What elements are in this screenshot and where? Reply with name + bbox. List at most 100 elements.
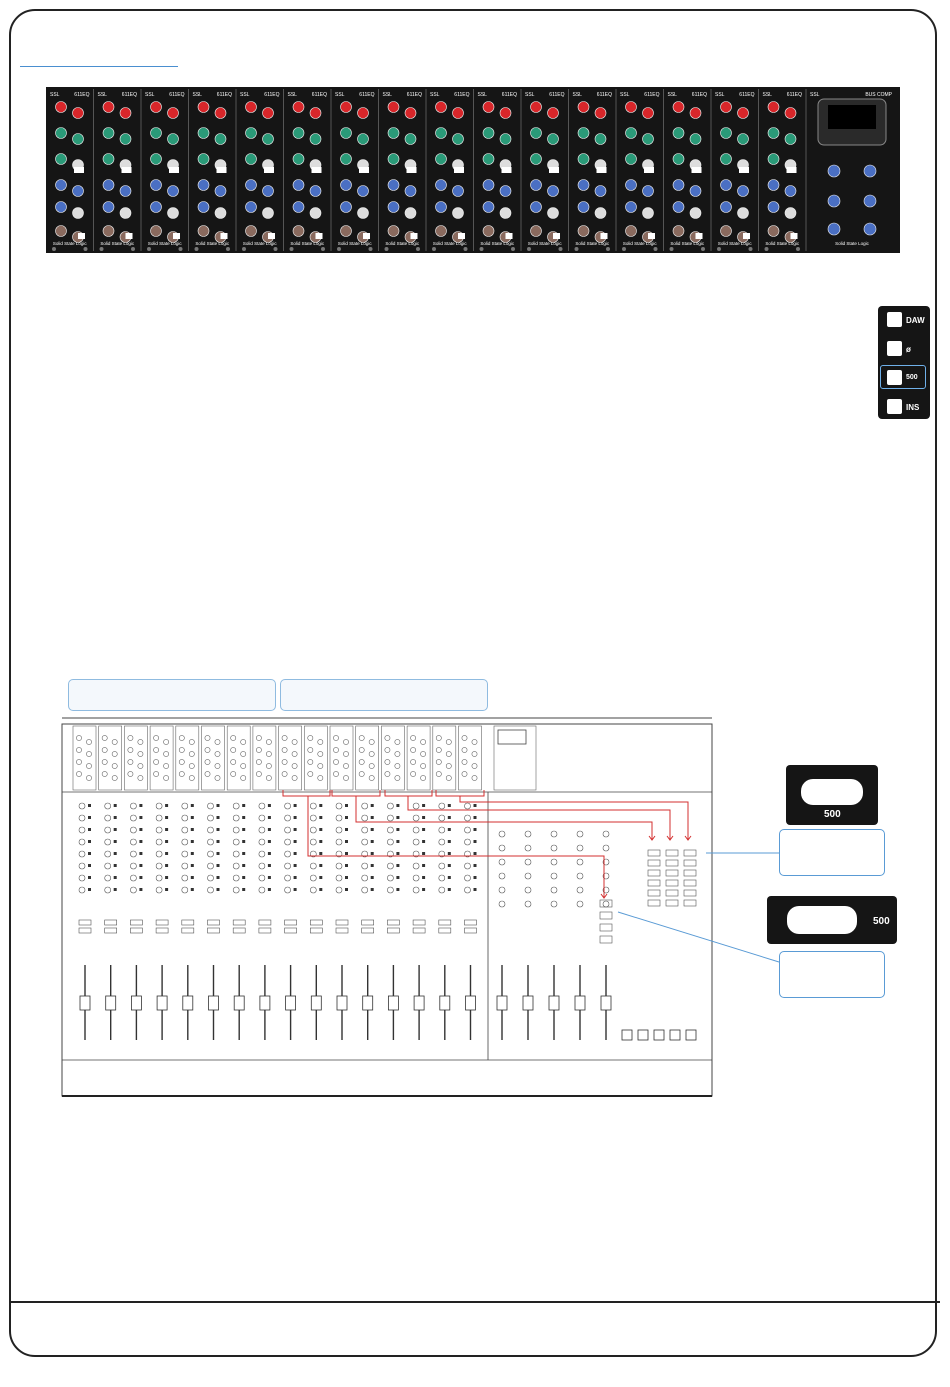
eq-knob-right (737, 107, 749, 119)
channel-button (284, 919, 297, 926)
console-slot-knob (255, 759, 262, 765)
module-footer: Solid State Logic (385, 241, 420, 246)
console-slot-knob (343, 751, 349, 757)
channel-knob (412, 838, 420, 846)
channel-knob (387, 838, 394, 846)
console-slot-knob (394, 775, 401, 781)
monitor-button (665, 869, 679, 877)
console-slot-knob (384, 747, 391, 753)
module-title: 611EQ (312, 92, 327, 98)
transport-button (653, 1029, 665, 1041)
console-slot-knob (368, 751, 375, 757)
console-slot-knob (178, 759, 185, 765)
eq-knob-left (435, 225, 447, 237)
console-slot-knob (358, 747, 365, 753)
channel-led (345, 840, 348, 843)
master-knob (524, 858, 532, 866)
module-switch (596, 167, 607, 173)
transport-button (669, 1029, 681, 1041)
eq-knob-right (119, 207, 132, 219)
eq-knob-right (594, 133, 607, 145)
ins-button[interactable] (887, 399, 902, 414)
channel-led (216, 828, 220, 831)
fader-cap (439, 995, 451, 1011)
eq-knob-right (214, 133, 227, 145)
callout-box-top (779, 829, 885, 876)
channel-led (267, 852, 271, 855)
channel-button (464, 919, 477, 926)
channel-button (361, 919, 375, 926)
channel-button (130, 927, 143, 934)
eq-knob-right (72, 185, 84, 197)
channel-knob (361, 850, 369, 858)
channel-knob (104, 838, 111, 846)
master-knob (550, 900, 558, 908)
channel-led (447, 828, 451, 831)
eq-knob-right (357, 207, 369, 219)
channel-knob (438, 826, 446, 834)
channel-knob (284, 826, 291, 834)
eq-knob-right (642, 185, 654, 197)
console-slot-knob (471, 763, 478, 769)
eq-knob-right (404, 185, 417, 197)
console-slot-knob (384, 771, 391, 777)
console-slot-knob (435, 735, 442, 741)
eq-knob-left (577, 225, 590, 237)
master-fader-cap (496, 995, 508, 1011)
eq-knob-right (214, 207, 227, 219)
channel-button (130, 919, 143, 926)
master-knob (602, 858, 610, 866)
fader-cap (259, 995, 271, 1011)
console-rack-slot (201, 725, 225, 791)
module-screw (432, 247, 436, 251)
channel-led (165, 828, 169, 831)
channel-knob (207, 838, 214, 846)
channel-knob (258, 838, 266, 846)
channel-knob (284, 802, 291, 810)
channel-knob (78, 826, 86, 834)
channel-knob (181, 874, 189, 882)
console-slot-knob (445, 739, 452, 745)
page-frame (9, 9, 937, 1357)
eq-knob-left (672, 101, 685, 113)
500-button[interactable] (887, 370, 902, 385)
eq-knob-left (767, 179, 780, 191)
monitor-button (665, 849, 679, 857)
channel-led (396, 828, 400, 831)
channel-button (412, 919, 426, 926)
master-knob (550, 858, 558, 866)
master-fader-cap (522, 995, 534, 1011)
channel-led (396, 852, 400, 855)
daw-button[interactable] (887, 312, 902, 327)
channel-led (113, 852, 117, 855)
console-rack-slot (226, 725, 251, 791)
channel-led (473, 864, 477, 867)
eq-knob-right (547, 133, 559, 145)
master-knob (550, 872, 558, 880)
routing-button-panel: DAW ø 500 INS (878, 306, 930, 419)
module-switch (406, 167, 417, 173)
module-brand: SSL (50, 92, 60, 98)
console-slot-knob (214, 775, 221, 781)
phase-button[interactable] (887, 341, 902, 356)
console-slot-knob (420, 763, 426, 769)
master-knob (576, 886, 584, 894)
channel-led (345, 828, 348, 831)
routing-line (282, 790, 331, 797)
channel-led (293, 804, 297, 807)
eq-knob-left (530, 101, 542, 113)
channel-knob (104, 850, 111, 858)
channel-led (190, 876, 194, 879)
monitor-button (683, 899, 697, 907)
eq-knob-right (784, 133, 797, 145)
console-slot-knob (265, 775, 272, 781)
channel-button (78, 927, 92, 934)
module-in-button (78, 233, 85, 239)
channel-led (319, 852, 323, 855)
module-in-button (410, 233, 418, 239)
channel-led (190, 828, 194, 831)
console-slot-knob (240, 775, 247, 781)
routing-line (384, 790, 433, 797)
module-screw (147, 247, 151, 251)
banner-left (68, 679, 276, 711)
